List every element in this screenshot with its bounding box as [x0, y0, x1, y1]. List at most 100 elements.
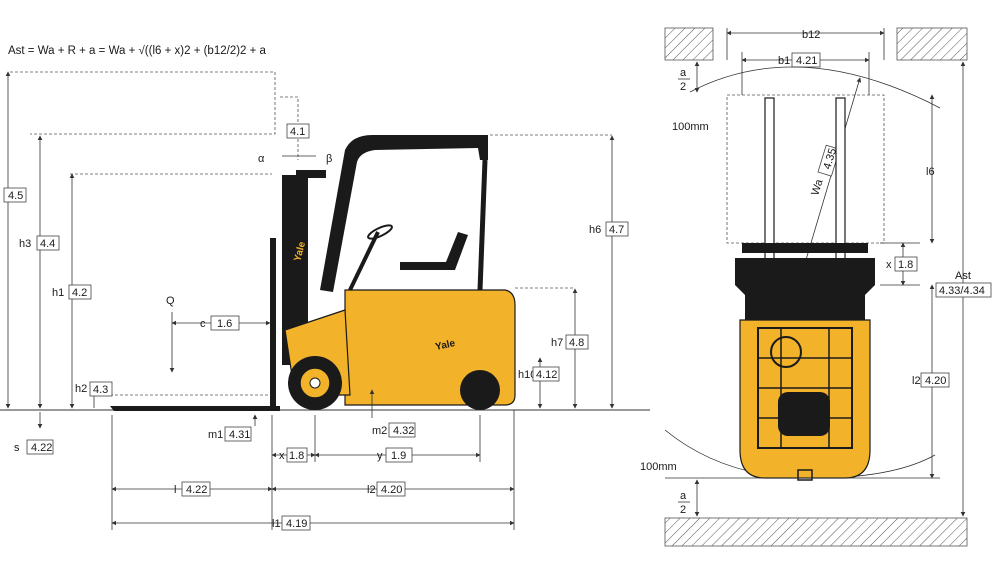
m2-code: 4.32 — [393, 425, 414, 437]
l2-top-label: l2 — [912, 375, 921, 387]
wall-top-right — [896, 27, 968, 61]
h1-label: h1 — [52, 287, 64, 299]
steering-wheel — [367, 224, 393, 240]
l2-top-code-box — [920, 372, 950, 388]
b1-code-box — [791, 52, 821, 68]
m1-label: m1 — [208, 429, 223, 441]
x-top-label: x — [886, 259, 892, 271]
m1-code-box — [224, 426, 252, 442]
raised-fork-outline — [10, 71, 276, 135]
h4-code-box — [3, 187, 27, 203]
tilt-code-box — [286, 123, 310, 139]
a-bottom-label: a — [680, 490, 687, 502]
steering-column — [348, 231, 380, 291]
h2-code-box — [89, 381, 113, 397]
wa-code: 4.35 — [821, 147, 839, 171]
x-code: 1.8 — [289, 450, 304, 462]
mast-outer — [270, 238, 276, 406]
c-code: 1.6 — [217, 318, 232, 330]
h1-code: 4.2 — [72, 287, 87, 299]
l6-label: l6 — [926, 166, 935, 178]
front-wheel-center — [309, 377, 321, 389]
fork-left — [764, 97, 775, 269]
h1-code-box — [68, 284, 92, 300]
tilt-code: 4.1 — [290, 126, 305, 138]
mast-top — [296, 170, 326, 178]
mast-brand: Yale — [292, 240, 308, 263]
tilted-mast-outline — [280, 96, 299, 160]
side-view: Yale Yale 4.5 h3 4.4 h1 4.2 — [0, 71, 650, 531]
two-top-label: 2 — [680, 81, 686, 93]
l2-code: 4.20 — [381, 484, 402, 496]
ast-code: 4.33/4.34 — [939, 285, 985, 297]
h6-code-box — [605, 221, 629, 237]
h10-code-box — [532, 366, 560, 382]
h6-code: 4.7 — [609, 224, 624, 236]
h3-label: h3 — [19, 238, 31, 250]
tow-pin — [797, 469, 813, 481]
l-label: l — [174, 484, 176, 496]
s-code: 4.22 — [31, 442, 52, 454]
mast-top-view — [735, 258, 875, 325]
m2-label: m2 — [372, 425, 387, 437]
steering-wheel-top — [770, 336, 802, 368]
b1-code: 4.21 — [796, 55, 817, 67]
s-label: s — [14, 442, 20, 454]
ast-label: Ast — [955, 270, 971, 282]
turning-arc-top — [689, 66, 941, 109]
h2-label: h2 — [75, 383, 87, 395]
h7-label: h7 — [551, 337, 563, 349]
pallet-outline — [726, 94, 885, 244]
l-code-box — [181, 481, 211, 497]
alpha-label: α — [258, 153, 265, 165]
wall-top-left — [664, 27, 714, 61]
x-code-box — [286, 447, 308, 463]
l2-top-code: 4.20 — [925, 375, 946, 387]
rear-wheel — [460, 370, 500, 410]
q-label: Q — [166, 295, 175, 307]
c-label: c — [200, 318, 206, 330]
h4-code: 4.5 — [8, 190, 23, 202]
x-top-code: 1.8 — [898, 259, 913, 271]
b12-label: b12 — [802, 29, 820, 41]
seat-top — [778, 392, 830, 436]
mm-bottom-label: 100mm — [640, 461, 677, 473]
h2-code: 4.3 — [93, 384, 108, 396]
y-code-box — [385, 447, 413, 463]
top-view: b12 b1 4.21 a 2 100mm Wa 4.35 l6 — [640, 27, 992, 547]
fork-blade — [110, 406, 280, 411]
mm-top-label: 100mm — [672, 121, 709, 133]
h7-code: 4.8 — [569, 337, 584, 349]
m2-code-box — [388, 422, 416, 438]
h3-code-box — [36, 235, 60, 251]
l1-label: l1 — [272, 518, 281, 530]
l2-code-box — [376, 481, 406, 497]
b1-label: b1 — [778, 55, 790, 67]
l1-code: 4.19 — [286, 518, 307, 530]
s-code-box — [26, 439, 54, 455]
seat — [400, 232, 468, 270]
ast-code-box — [935, 282, 992, 298]
m1-code: 4.31 — [229, 429, 250, 441]
fork-right — [835, 97, 846, 269]
l2-label: l2 — [367, 484, 376, 496]
body-brand: Yale — [434, 338, 456, 353]
h10-label: h10 — [518, 369, 536, 381]
wa-label: Wa — [809, 177, 825, 197]
y-code: 1.9 — [391, 450, 406, 462]
l1-code-box — [281, 515, 311, 531]
two-bottom-label: 2 — [680, 504, 686, 516]
h10-code: 4.12 — [536, 369, 557, 381]
ast-formula: Ast = Wa + R + a = Wa + √((l6 + x)2 + (b… — [8, 44, 267, 57]
h7-code-box — [565, 334, 589, 350]
beta-label: β — [326, 153, 332, 165]
wall-bottom — [664, 517, 968, 547]
x-top-code-box — [894, 256, 918, 272]
l-code: 4.22 — [186, 484, 207, 496]
fork-carriage — [742, 243, 868, 253]
x-label: x — [279, 450, 285, 462]
rear-post — [477, 159, 488, 291]
h3-code: 4.4 — [40, 238, 55, 250]
h6-label: h6 — [589, 224, 601, 236]
